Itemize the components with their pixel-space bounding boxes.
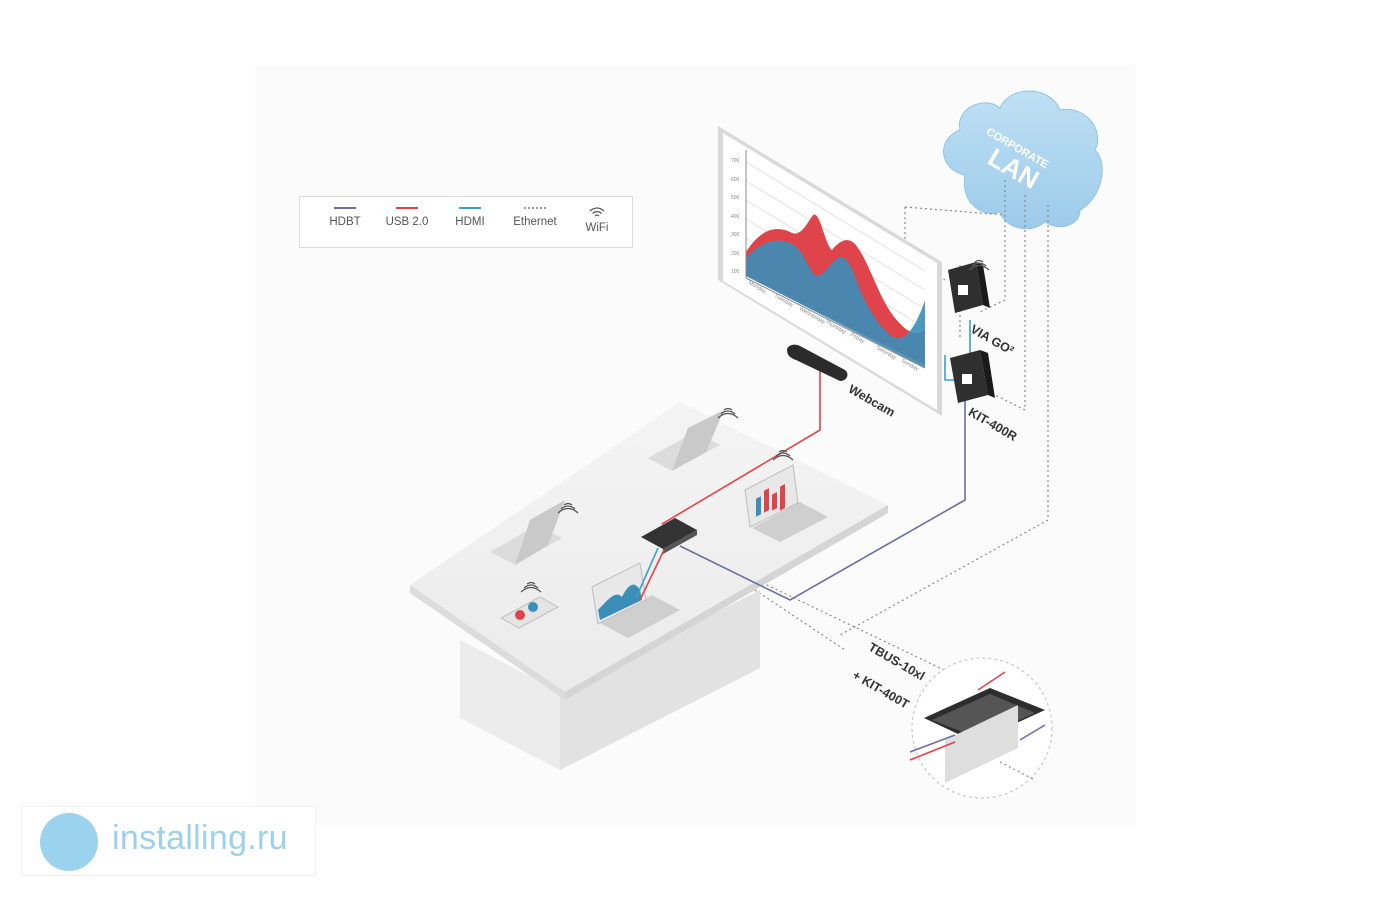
legend: HDBT USB 2.0 HDMI Ethernet WiFi — [299, 196, 633, 248]
wifi-icon — [589, 207, 605, 217]
legend-item-ethernet: Ethernet — [500, 207, 570, 228]
tbus-inset-circle — [909, 657, 1053, 799]
legend-line-usb — [396, 207, 418, 209]
legend-line-hdmi — [459, 207, 481, 209]
display-y-tick: 300 — [731, 232, 740, 238]
display-y-tick: 100 — [731, 269, 740, 275]
corporate-lan-cloud — [943, 90, 1103, 230]
kit-400r-device — [950, 350, 995, 403]
laptop-back-right — [648, 410, 724, 471]
laptop-back-left — [490, 500, 565, 565]
legend-label: HDBT — [329, 216, 361, 228]
legend-label: WiFi — [585, 222, 609, 234]
wifi-icon — [520, 259, 990, 593]
watermark: installing.ru — [21, 806, 316, 876]
legend-item-hdmi: HDMI — [435, 207, 505, 228]
display-y-tick: 700 — [731, 158, 740, 164]
display-chart-axes — [745, 150, 926, 369]
laptop-front-chart — [591, 562, 680, 638]
laptop-front-bars — [744, 464, 828, 542]
display-y-tick: 200 — [731, 250, 740, 257]
display-y-tick: 400 — [731, 213, 740, 220]
cables — [635, 320, 971, 601]
webcam-device — [787, 344, 848, 381]
installing-logo-icon — [40, 813, 98, 871]
via-go-device — [948, 262, 990, 313]
display-screen — [718, 126, 942, 416]
display-y-tick: 500 — [731, 195, 740, 201]
legend-item-hdbt: HDBT — [310, 207, 380, 228]
tbus-box — [641, 518, 697, 554]
tablet-device — [499, 596, 560, 629]
legend-item-usb: USB 2.0 — [372, 207, 442, 228]
legend-item-wifi: WiFi — [562, 206, 632, 234]
legend-label: USB 2.0 — [385, 216, 429, 228]
legend-label: Ethernet — [513, 216, 557, 228]
legend-label: HDMI — [455, 216, 485, 228]
legend-line-ethernet — [524, 207, 546, 209]
watermark-text: installing.ru — [112, 819, 288, 857]
display-chart-area-blue — [746, 240, 925, 368]
legend-line-hdbt — [334, 207, 356, 209]
display-y-tick: 600 — [731, 176, 740, 183]
